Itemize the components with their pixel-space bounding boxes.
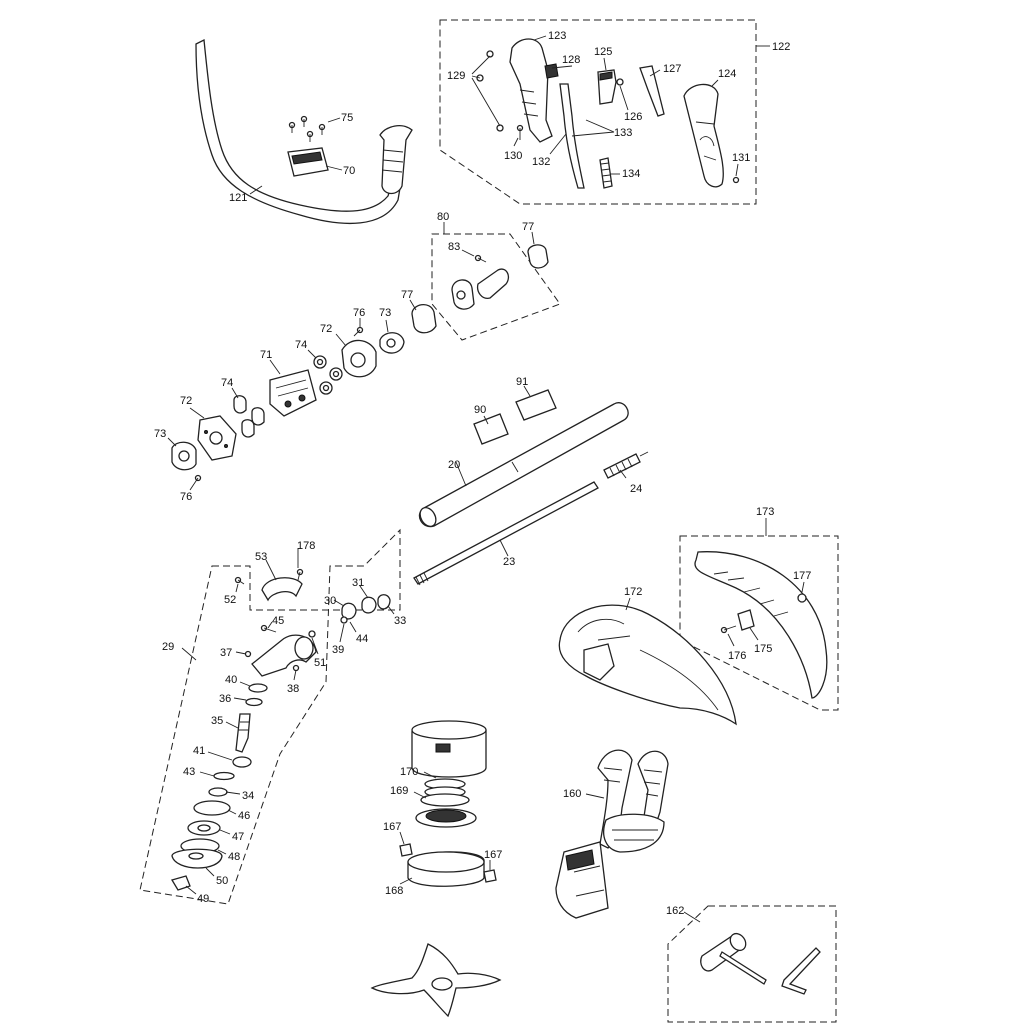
label-90: 90 xyxy=(474,404,486,416)
label-130: 130 xyxy=(504,150,522,162)
label-43: 43 xyxy=(183,766,195,778)
label-70: 70 xyxy=(343,165,355,177)
label-173: 173 xyxy=(756,506,774,518)
label-129: 129 xyxy=(447,70,465,82)
label-83: 83 xyxy=(448,241,460,253)
label-168: 168 xyxy=(385,885,403,897)
label-34: 34 xyxy=(242,790,254,802)
grip-kit-box xyxy=(439,19,757,205)
label-77b: 77 xyxy=(401,289,413,301)
label-72b: 72 xyxy=(180,395,192,407)
grip-icon xyxy=(476,38,740,189)
label-38: 38 xyxy=(287,683,299,695)
label-177: 177 xyxy=(793,570,811,582)
label-77a: 77 xyxy=(522,221,534,233)
label-125: 125 xyxy=(594,46,612,58)
label-73a: 73 xyxy=(379,307,391,319)
label-127: 127 xyxy=(663,63,681,75)
label-45: 45 xyxy=(272,615,284,627)
label-35: 35 xyxy=(211,715,223,727)
label-44: 44 xyxy=(356,633,368,645)
guard-icon xyxy=(558,551,828,726)
label-46: 46 xyxy=(238,810,250,822)
harness-icon xyxy=(555,749,669,919)
label-91: 91 xyxy=(516,376,528,388)
label-80: 80 xyxy=(437,211,449,223)
label-39: 39 xyxy=(332,644,344,656)
label-134: 134 xyxy=(622,168,640,180)
label-29: 29 xyxy=(162,641,174,653)
label-167b: 167 xyxy=(484,849,502,861)
label-162: 162 xyxy=(666,905,684,917)
label-53: 53 xyxy=(255,551,267,563)
label-121: 121 xyxy=(229,192,247,204)
tool-kit-icon xyxy=(700,932,821,995)
label-75: 75 xyxy=(341,112,353,124)
label-51: 51 xyxy=(314,657,326,669)
label-33: 33 xyxy=(394,615,406,627)
label-167a: 167 xyxy=(383,821,401,833)
tool-kit-box xyxy=(667,905,837,1023)
label-52: 52 xyxy=(224,594,236,606)
mount-assembly-icon xyxy=(171,326,405,485)
label-41: 41 xyxy=(193,745,205,757)
label-47: 47 xyxy=(232,831,244,843)
label-175: 175 xyxy=(754,643,772,655)
label-169: 169 xyxy=(390,785,408,797)
label-133: 133 xyxy=(614,127,632,139)
label-71: 71 xyxy=(260,349,272,361)
gear-head-kit-box xyxy=(139,528,401,905)
label-132: 132 xyxy=(532,156,550,168)
label-76a: 76 xyxy=(353,307,365,319)
label-178: 178 xyxy=(297,540,315,552)
label-24: 24 xyxy=(630,483,642,495)
label-76b: 76 xyxy=(180,491,192,503)
label-31: 31 xyxy=(352,577,364,589)
label-72a: 72 xyxy=(320,323,332,335)
label-176: 176 xyxy=(728,650,746,662)
label-50: 50 xyxy=(216,875,228,887)
gear-head-icon xyxy=(171,568,391,891)
label-49: 49 xyxy=(197,893,209,905)
label-74b: 74 xyxy=(221,377,233,389)
label-23: 23 xyxy=(503,556,515,568)
label-172: 172 xyxy=(624,586,642,598)
label-131: 131 xyxy=(732,152,750,164)
label-20: 20 xyxy=(448,459,460,471)
blade-icon xyxy=(370,943,502,1018)
label-126: 126 xyxy=(624,111,642,123)
guard-kit-box xyxy=(679,535,839,711)
label-124: 124 xyxy=(718,68,736,80)
label-160: 160 xyxy=(563,788,581,800)
label-48: 48 xyxy=(228,851,240,863)
label-36: 36 xyxy=(219,693,231,705)
shaft-icon xyxy=(413,389,649,586)
label-122: 122 xyxy=(772,41,790,53)
label-73b: 73 xyxy=(154,428,166,440)
label-74a: 74 xyxy=(295,339,307,351)
trimmer-head-icon xyxy=(399,720,497,887)
handlebar-icon xyxy=(195,38,413,224)
label-128: 128 xyxy=(562,54,580,66)
label-30: 30 xyxy=(324,595,336,607)
label-170: 170 xyxy=(400,766,418,778)
label-37: 37 xyxy=(220,647,232,659)
label-123: 123 xyxy=(548,30,566,42)
label-40: 40 xyxy=(225,674,237,686)
